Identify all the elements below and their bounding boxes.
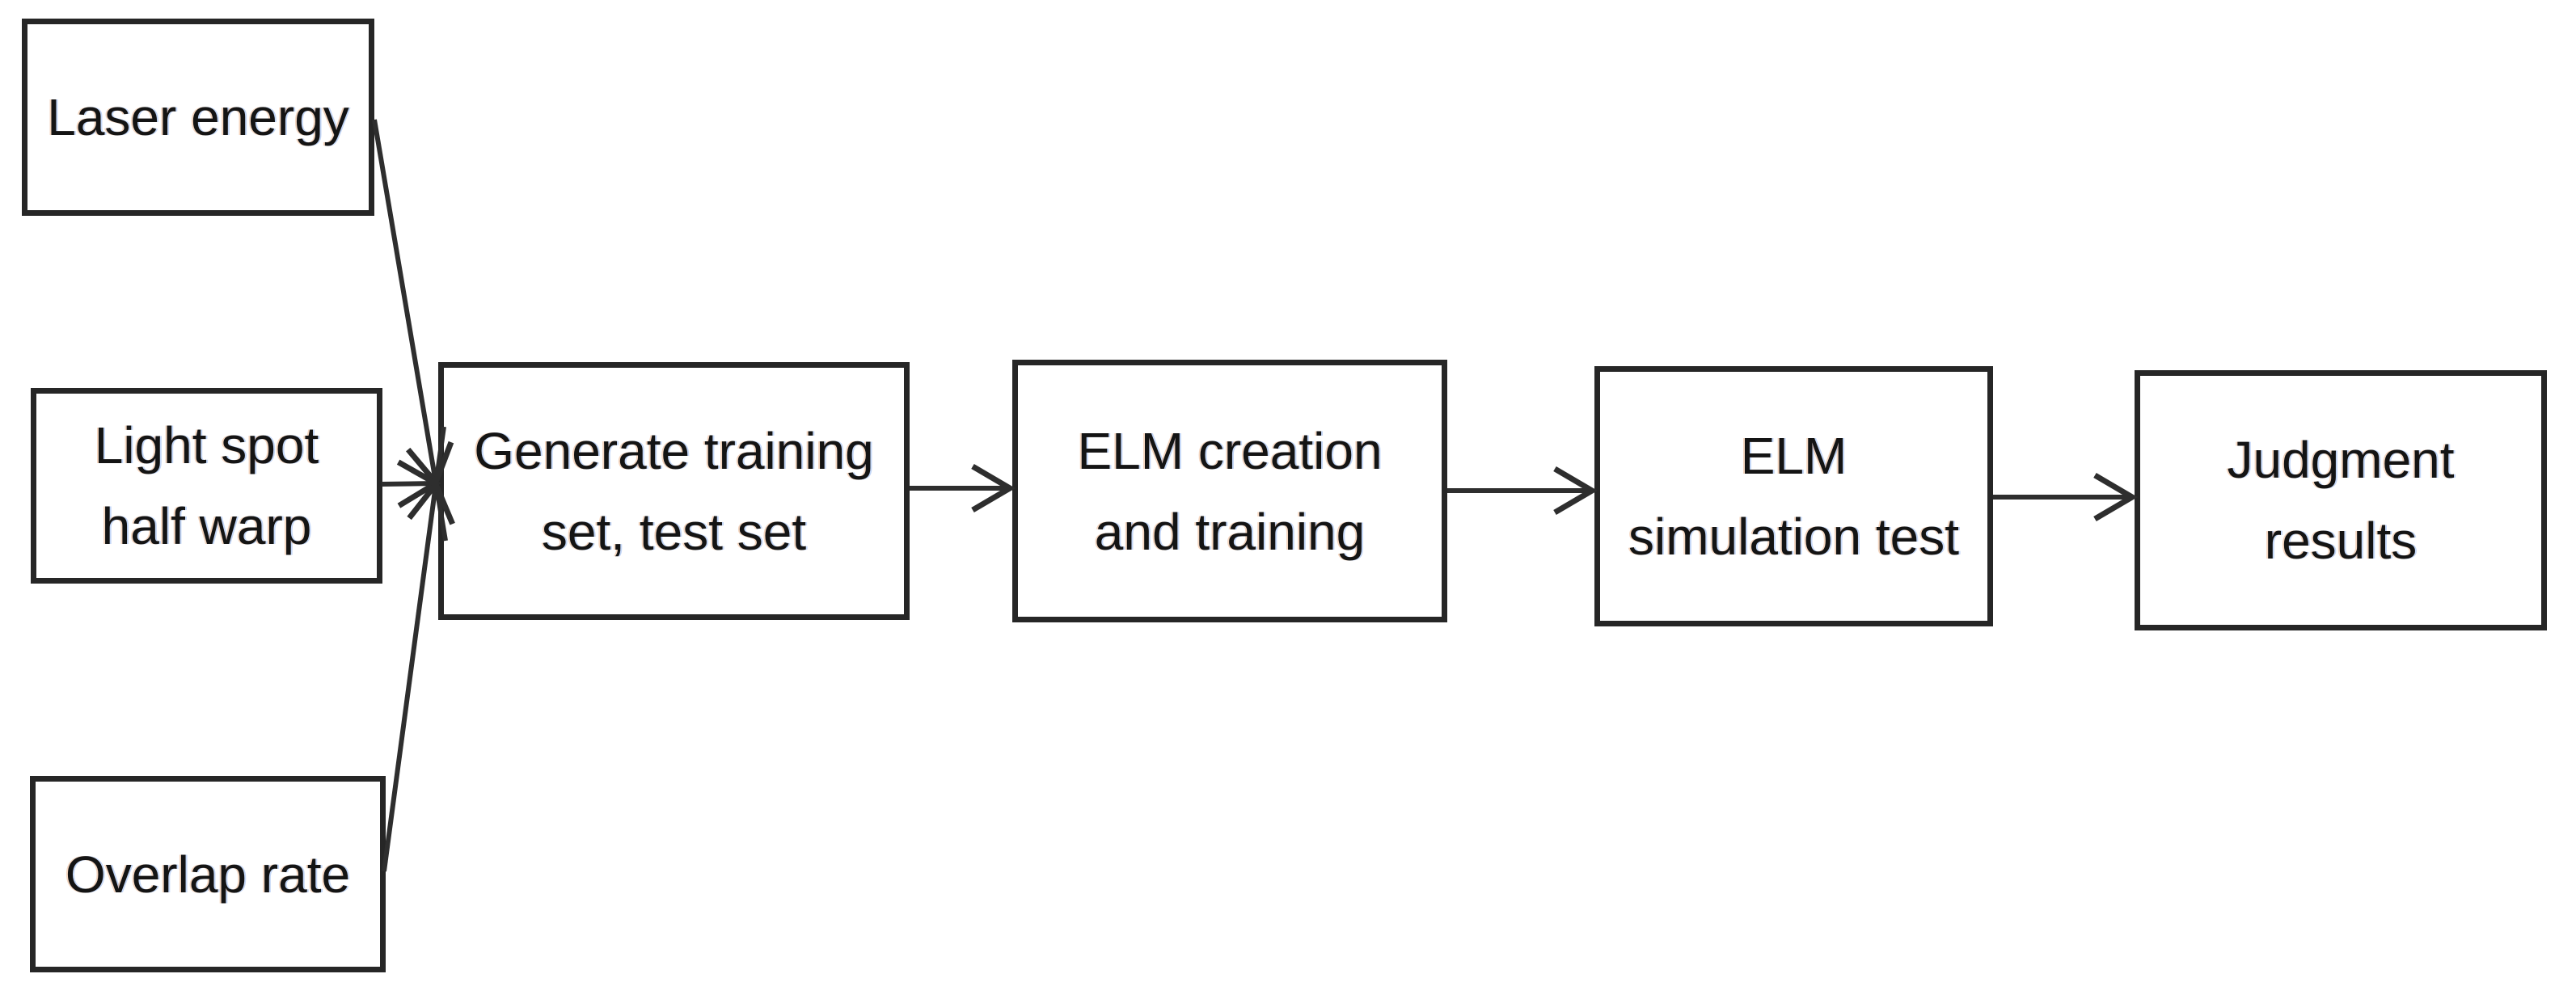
edge-lightspot-to-generate (381, 459, 441, 508)
node-label-line: results (2264, 512, 2418, 570)
node-label-line: Laser energy (47, 88, 349, 146)
node-label-line: half warp (101, 497, 312, 555)
node-judgment-results: Judgment results (2135, 370, 2547, 630)
node-label-line: Overlap rate (65, 845, 351, 904)
node-label-line: Judgment (2227, 431, 2455, 489)
node-label-line: ELM creation (1077, 421, 1383, 480)
node-label-line: set, test set (541, 502, 807, 561)
node-label-line: simulation test (1628, 508, 1960, 566)
edge-laser-to-generate (372, 119, 454, 488)
node-overlap-rate: Overlap rate (30, 776, 386, 972)
node-elm-simulation-test: ELM simulation test (1594, 366, 1993, 626)
node-label-line: and training (1094, 502, 1366, 561)
node-label-line: Generate training (474, 421, 874, 480)
node-elm-creation-and-training: ELM creation and training (1012, 360, 1447, 622)
edge-overlap-to-generate (382, 479, 455, 872)
node-label-line: ELM (1740, 427, 1848, 485)
node-light-spot-half-warp: Light spot half warp (31, 388, 382, 584)
node-label-line: Light spot (94, 416, 319, 474)
node-laser-energy: Laser energy (22, 19, 374, 216)
node-generate-training-test-set: Generate training set, test set (438, 362, 910, 620)
